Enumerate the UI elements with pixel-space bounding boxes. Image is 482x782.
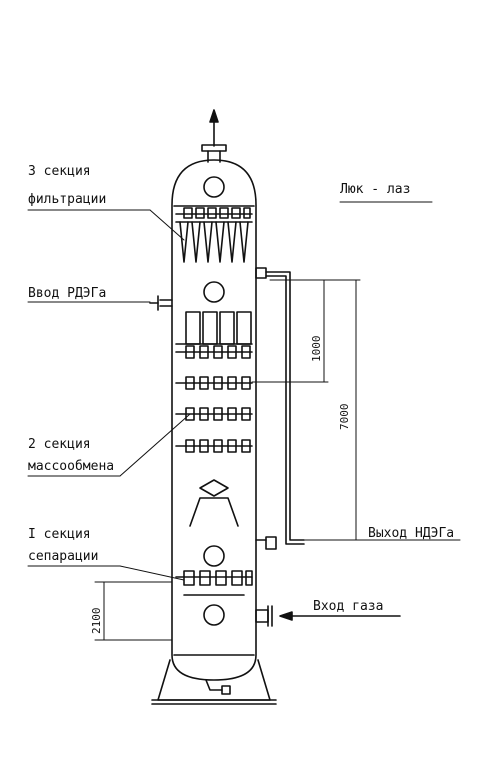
label-section3-line2: фильтрации bbox=[28, 192, 106, 207]
top-outlet-arrow bbox=[209, 109, 219, 147]
mass-transfer-tray-1 bbox=[175, 345, 253, 359]
dimension-7000: 7000 bbox=[338, 404, 351, 431]
dimension-lines bbox=[94, 279, 361, 641]
separation-cyclone-row bbox=[175, 570, 253, 596]
manhole-upper bbox=[203, 281, 225, 303]
mass-transfer-tray-3 bbox=[175, 407, 253, 421]
leader-lines bbox=[27, 201, 461, 581]
label-rdeg-inlet: Ввод РДЭГа bbox=[28, 286, 106, 301]
manhole-lower bbox=[203, 545, 225, 567]
bottom-drain bbox=[205, 679, 223, 691]
label-ndeg-outlet: Выход НДЭГа bbox=[368, 526, 454, 541]
manhole-top bbox=[203, 176, 225, 198]
ndeg-outlet-pipe bbox=[255, 267, 305, 550]
packing-block bbox=[175, 311, 253, 345]
mass-transfer-tray-4 bbox=[175, 439, 253, 453]
label-section1-line2: сепарации bbox=[28, 549, 98, 564]
top-nozzle-flange bbox=[201, 144, 227, 152]
label-gas-inlet: Вход газа bbox=[313, 599, 383, 614]
vessel-shell bbox=[171, 159, 257, 681]
support-skirt bbox=[151, 659, 277, 705]
dimension-2100: 2100 bbox=[90, 608, 103, 635]
gas-inlet-arrow bbox=[279, 611, 401, 621]
rdeg-inlet-nozzle bbox=[149, 295, 173, 311]
deflector bbox=[199, 479, 229, 497]
chimney-cone bbox=[189, 497, 239, 527]
label-manhole: Люк - лаз bbox=[340, 182, 410, 197]
filter-cartridge-row bbox=[175, 207, 253, 263]
manhole-bottom bbox=[203, 604, 225, 626]
mass-transfer-tray-2 bbox=[175, 376, 253, 390]
label-section2-line1: 2 секция bbox=[28, 437, 91, 452]
gas-inlet-nozzle bbox=[255, 605, 273, 627]
label-section1-line1: I секция bbox=[28, 527, 91, 542]
label-section3-line1: 3 секция bbox=[28, 164, 91, 179]
label-section2-line2: массообмена bbox=[28, 459, 114, 474]
dimension-1000: 1000 bbox=[310, 336, 323, 363]
